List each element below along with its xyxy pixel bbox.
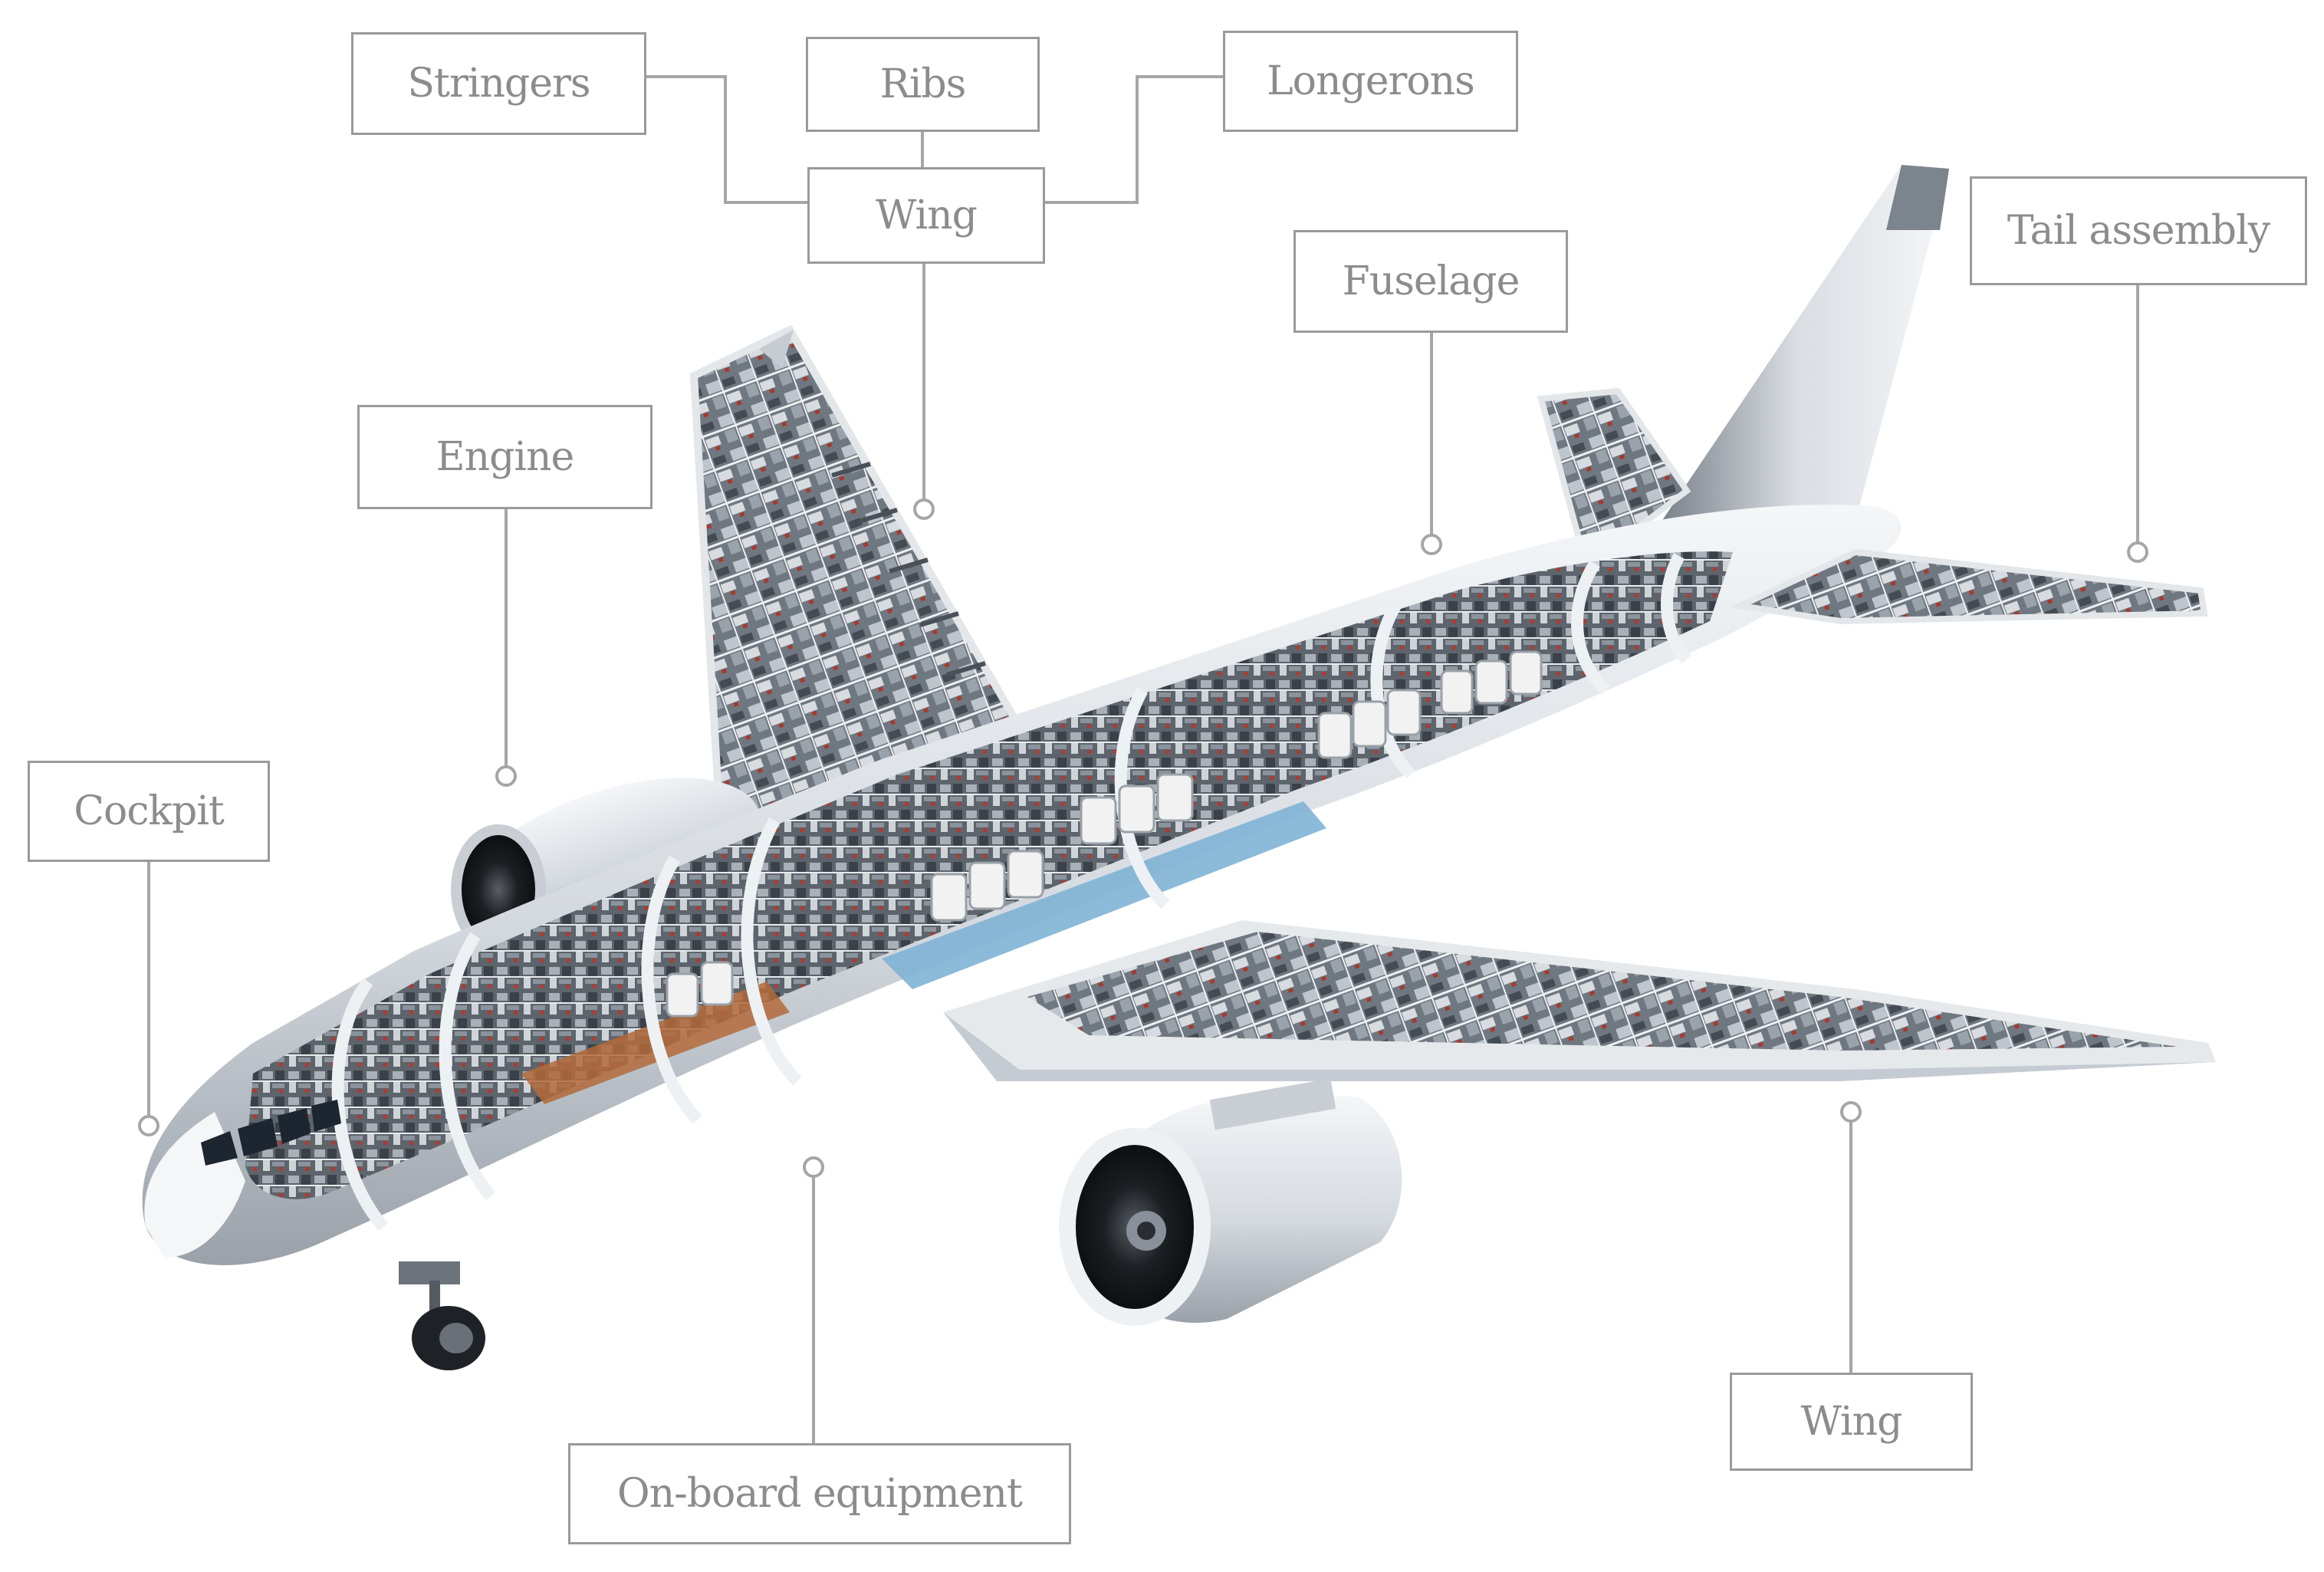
label-engine: Engine — [357, 405, 652, 509]
label-longerons: Longerons — [1223, 31, 1518, 132]
near-horizontal-stabilizer — [1730, 548, 2208, 625]
label-cockpit: Cockpit — [28, 761, 270, 862]
vertical-stabilizer — [1641, 165, 1949, 552]
leader-lines — [147, 75, 2139, 1443]
label-ribs: Ribs — [806, 37, 1040, 132]
label-wing-bottom: Wing — [1730, 1373, 1973, 1471]
near-wing — [943, 920, 2216, 1081]
leader-line-stringers — [646, 75, 807, 204]
label-wing-top: Wing — [807, 167, 1045, 264]
label-fuselage: Fuselage — [1293, 230, 1568, 333]
far-horizontal-stabilizer — [1537, 387, 1691, 544]
label-onboard-equipment: On-board equipment — [568, 1443, 1071, 1544]
near-engine — [1059, 1078, 1402, 1326]
leader-line-longerons — [1045, 75, 1223, 204]
label-stringers: Stringers — [351, 32, 646, 135]
fuselage-body — [142, 505, 1902, 1265]
nose-landing-gear — [399, 1261, 485, 1370]
leader-end-dots — [138, 498, 2148, 1178]
label-tail-assembly: Tail assembly — [1970, 176, 2307, 285]
